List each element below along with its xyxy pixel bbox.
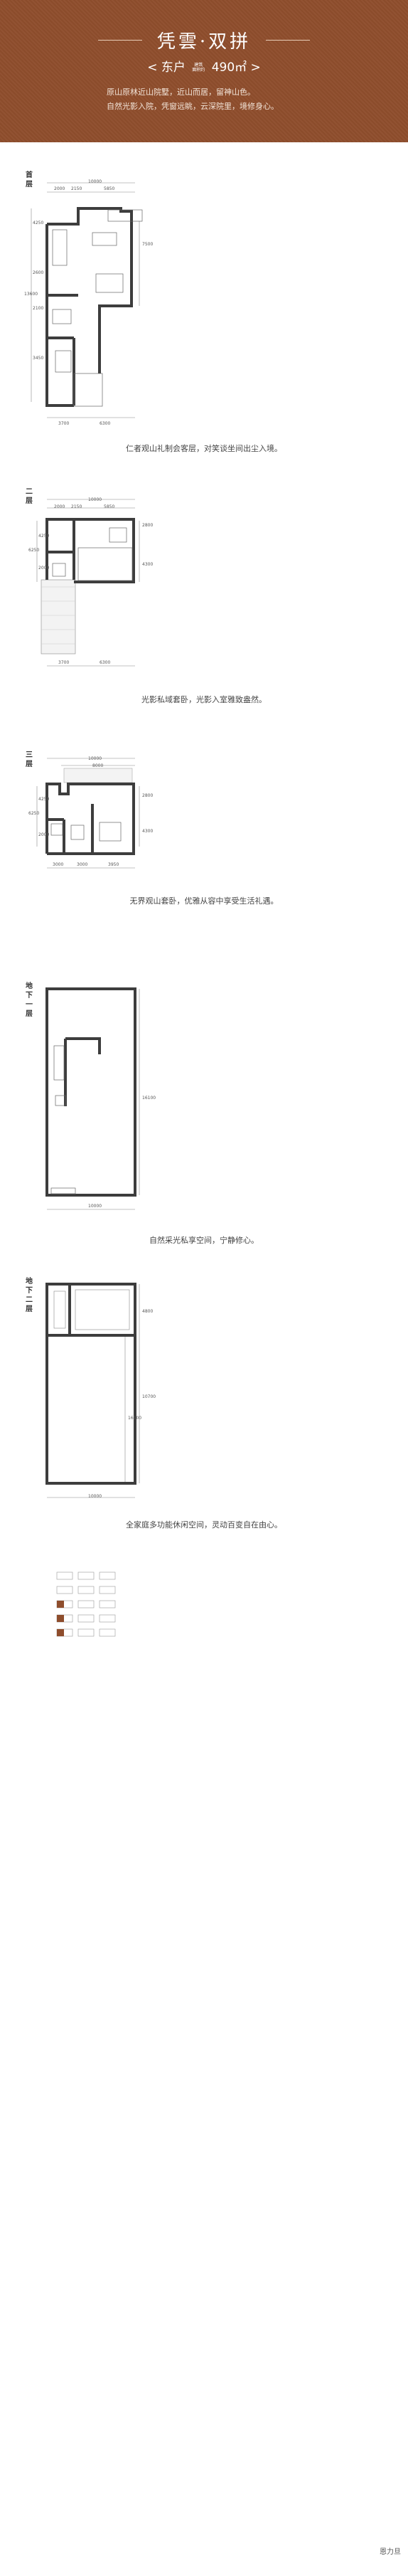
- caption-2f: 光影私域套卧，光影入室雅致盎然。: [141, 695, 267, 704]
- dim-3f-bottom-c: 3950: [108, 862, 119, 867]
- dim-3f-right-a: 2800: [142, 793, 154, 798]
- dim-2f-bottom-b: 6300: [100, 660, 111, 665]
- dim-3f-a: 8000: [92, 763, 104, 768]
- dim-b2-right-total: 16100: [128, 1416, 142, 1421]
- dim-1f-c: 5850: [104, 186, 115, 191]
- caption-b1: 自然采光私享空间，宁静修心。: [149, 1236, 259, 1245]
- subtitle-unit: < 东户: [147, 60, 186, 75]
- desc-line-2: 自然光影入院，凭窗远眺，云深院里，境修身心。: [107, 102, 279, 111]
- page-title: 凭雲·双拼: [156, 31, 252, 53]
- dim-b2-right-b: 10700: [142, 1394, 156, 1399]
- caption-3f: 无界观山套卧，优雅从容中享受生活礼遇。: [129, 896, 279, 906]
- dim-b2-bottom: 10000: [88, 1494, 102, 1499]
- dim-2f-bottom-a: 3700: [58, 660, 70, 665]
- dim-b1-right: 16100: [142, 1096, 156, 1101]
- dim-1f-left-c: 2100: [33, 306, 44, 311]
- dim-1f-bottom-a: 3700: [58, 421, 70, 426]
- dim-3f-left-b: 2000: [38, 832, 50, 837]
- dim-2f-total: 10000: [88, 497, 102, 502]
- dim-2f-c: 5850: [104, 504, 115, 509]
- subtitle-area-label: 建筑面积约: [192, 63, 205, 73]
- site-plan-thumbnails: [56, 1571, 116, 1637]
- caption-b2: 全家庭多功能休闲空间，灵动百变自在由心。: [126, 1520, 282, 1530]
- dim-1f-total: 10000: [88, 179, 102, 184]
- floor-label-1f: 首层: [26, 171, 33, 189]
- dim-3f-bottom-a: 3000: [53, 862, 64, 867]
- dim-1f-bottom-b: 6300: [100, 421, 111, 426]
- dim-3f-left-a: 4250: [38, 797, 50, 802]
- dim-1f-right: 7500: [142, 242, 154, 247]
- subtitle: < 东户 建筑面积约 490㎡ >: [0, 57, 408, 75]
- dim-2f-left-a: 4250: [38, 534, 50, 539]
- area-label-2: 面积约: [192, 68, 205, 73]
- dim-2f-a: 2000: [54, 504, 65, 509]
- dim-2f-right-b: 4300: [142, 562, 154, 567]
- floor-label-3f: 三层: [26, 751, 33, 768]
- dim-3f-left-total: 6250: [28, 811, 40, 816]
- title-row: 凭雲·双拼: [0, 27, 408, 53]
- dim-2f-b: 2150: [71, 504, 82, 509]
- dim-1f-left-a: 4250: [33, 221, 44, 226]
- dim-1f-a: 2000: [54, 186, 65, 191]
- dim-2f-left-total: 6250: [28, 548, 40, 553]
- floor-label-2f: 二层: [26, 488, 33, 505]
- floor-label-b2: 地下二层: [26, 1278, 33, 1313]
- floorplan-b1: [45, 987, 140, 1210]
- dim-b1-bottom: 10000: [88, 1204, 102, 1209]
- caption-1f: 仁者观山礼制会客层，对笑谈坐间出尘入境。: [126, 444, 282, 453]
- floorplan-b2: [45, 1283, 140, 1498]
- area-label-1: 建筑: [194, 63, 203, 68]
- header-description: 原山原林近山院墅，近山而居，留神山色。 自然光影入院，凭窗远眺，云深院里，境修身…: [107, 85, 279, 114]
- footer-logo: 恩力旦: [380, 2548, 401, 2556]
- dim-3f-total: 10000: [88, 756, 102, 761]
- dim-1f-left-d: 3450: [33, 356, 44, 361]
- desc-line-1: 原山原林近山院墅，近山而居，留神山色。: [107, 88, 255, 97]
- header-banner: 凭雲·双拼 < 东户 建筑面积约 490㎡ > 原山原林近山院墅，近山而居，留神…: [0, 0, 408, 142]
- dim-2f-right-a: 2800: [142, 523, 154, 528]
- floorplan-3f: [36, 758, 140, 869]
- dim-2f-left-b: 2000: [38, 566, 50, 571]
- floorplan-1f: [31, 182, 143, 418]
- title-right-rule: [266, 40, 311, 41]
- floorplan-2f: [36, 499, 140, 667]
- dim-1f-left-b: 2600: [33, 270, 44, 275]
- dim-b2-right-a: 4800: [142, 1309, 154, 1314]
- dim-1f-left-total: 13600: [24, 292, 38, 297]
- dim-1f-b: 2150: [71, 186, 82, 191]
- subtitle-area: 490㎡ >: [211, 60, 261, 75]
- dim-3f-right-b: 4300: [142, 829, 154, 834]
- title-left-rule: [97, 40, 142, 41]
- floor-label-b1: 地下一层: [26, 982, 33, 1018]
- dim-3f-bottom-b: 3000: [77, 862, 88, 867]
